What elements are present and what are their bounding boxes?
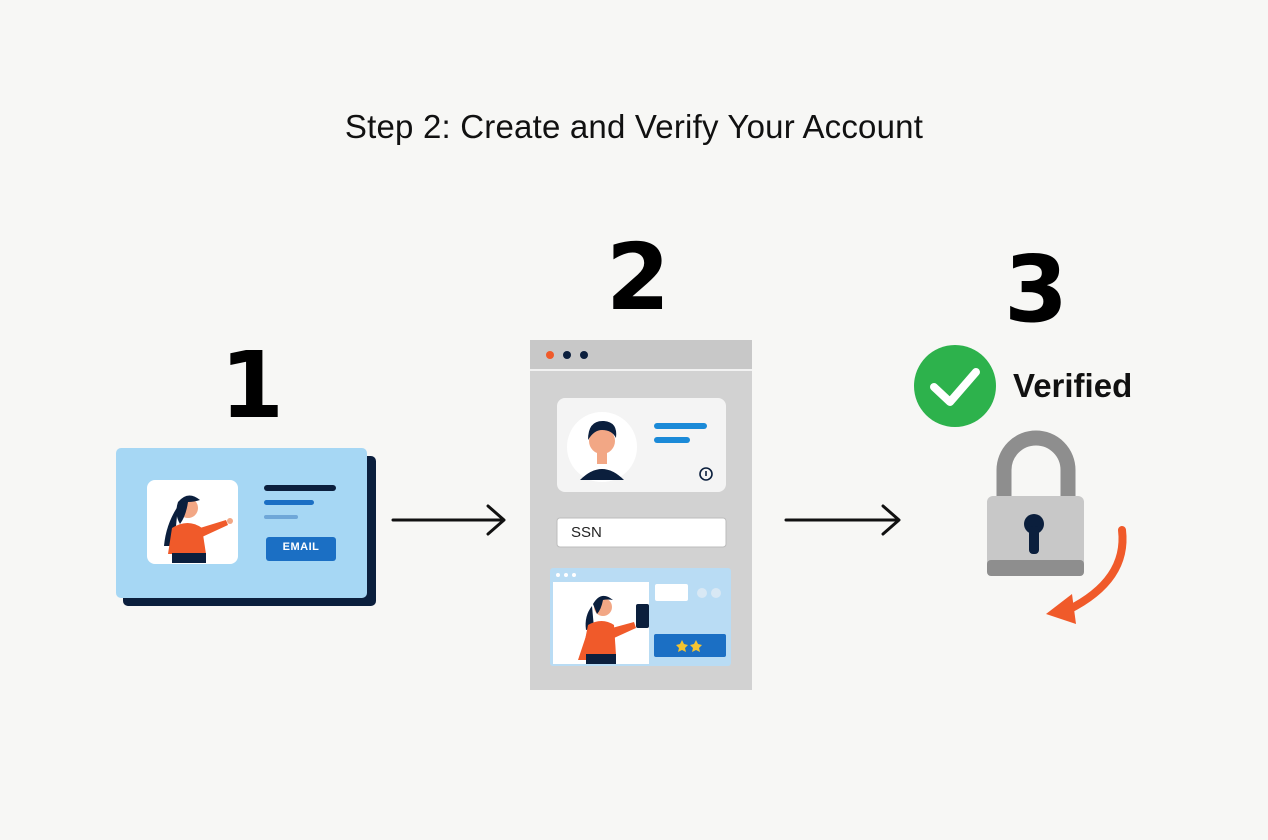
step-number-2: 2 (606, 224, 671, 331)
woman-avatar-icon (164, 495, 233, 563)
window-close-dot (546, 351, 554, 359)
keyhole-icon (1024, 514, 1044, 534)
phone-icon (636, 604, 649, 628)
placeholder-box (655, 584, 688, 601)
text-line (654, 437, 690, 443)
refresh-arrow-icon (1046, 526, 1127, 624)
ssn-field-label: SSN (571, 524, 602, 541)
rating-button[interactable] (654, 634, 726, 657)
window-dot (580, 351, 588, 359)
info-icon (699, 467, 713, 481)
email-button-label: EMAIL (282, 541, 320, 553)
padlock-icon (987, 430, 1084, 576)
registration-card (116, 448, 376, 606)
verified-label: Verified (1013, 367, 1133, 404)
page-title: Step 2: Create and Verify Your Account (344, 108, 924, 145)
arrow-right-icon (391, 504, 506, 536)
text-line (654, 423, 707, 429)
text-line (264, 500, 314, 505)
woman-holding-phone-icon (578, 595, 649, 664)
ssn-field[interactable] (556, 517, 727, 548)
arrow-right-icon (784, 504, 901, 536)
verification-window (530, 340, 752, 690)
star-icon (676, 640, 702, 652)
window-dot (563, 351, 571, 359)
step-number-3: 3 (1004, 236, 1069, 343)
check-circle-icon (914, 345, 996, 427)
email-button[interactable] (266, 537, 336, 561)
text-line (264, 515, 298, 519)
text-line (264, 485, 336, 491)
man-avatar-icon (580, 420, 624, 480)
step-number-1: 1 (220, 332, 285, 439)
